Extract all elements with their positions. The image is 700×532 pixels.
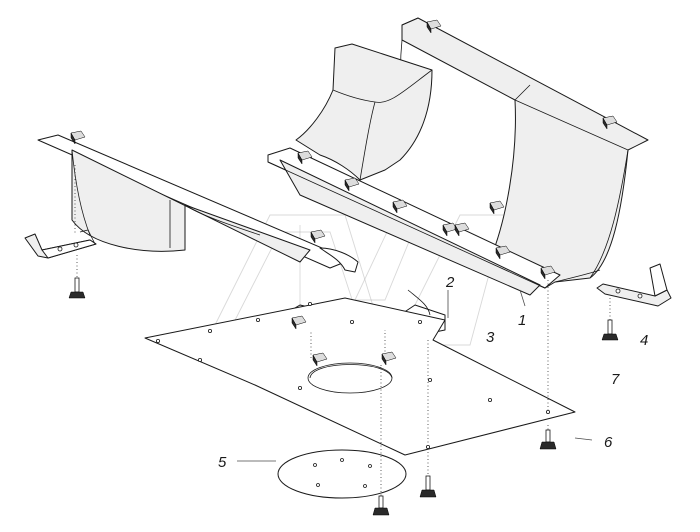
bolt-left [68, 277, 86, 299]
leader-1 [519, 289, 526, 307]
callout-4: 4 [640, 332, 648, 349]
assembly-lines [74, 165, 611, 500]
nut-bracket-2 [291, 315, 307, 330]
nut-rear-right [602, 115, 618, 130]
nut-beam-3 [392, 199, 408, 214]
leader-lines [237, 289, 593, 462]
bolt-center-lower [419, 475, 437, 498]
bolt-part-6 [539, 429, 557, 450]
nut-rear-mid-1 [489, 200, 505, 215]
bolt-right-clip [601, 319, 619, 341]
bolt-cover [372, 495, 390, 516]
callout-7: 7 [611, 371, 620, 388]
round-cover-part-5 [277, 449, 407, 499]
bolts [68, 277, 619, 516]
callouts: 1 2 3 4 5 6 7 [218, 274, 648, 471]
nut-plate-left [312, 352, 328, 367]
nut-beam-5 [495, 245, 511, 260]
nut-rear-top-left [426, 19, 442, 34]
nut-beam-2 [344, 177, 360, 192]
upper-beam-part-1 [267, 147, 561, 296]
nut-beam-6 [540, 265, 556, 280]
left-mounting-clip [24, 229, 97, 259]
floor-plate-part-3 [144, 297, 576, 456]
callout-6: 6 [604, 434, 613, 451]
left-bracket [37, 134, 359, 273]
callout-2: 2 [445, 274, 455, 291]
nut-left-arm [70, 130, 86, 145]
nut-rear-mid-2 [454, 222, 470, 237]
plate-opening [307, 362, 393, 394]
nut-plate-right [381, 351, 397, 366]
nut-left-bracket [310, 229, 326, 244]
plate-holes [155, 301, 551, 449]
callout-5: 5 [218, 454, 227, 471]
right-mounting-clip-part-4 [596, 263, 672, 307]
nut-beam-1 [297, 150, 313, 165]
callout-3: 3 [486, 329, 495, 346]
callout-1: 1 [518, 312, 526, 329]
leader-6 [574, 437, 593, 441]
nuts [70, 19, 618, 367]
middle-channel [295, 43, 433, 181]
